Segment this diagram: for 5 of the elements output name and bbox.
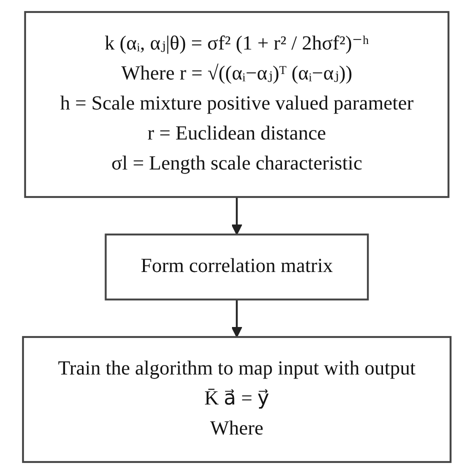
arrow: [232, 300, 242, 338]
node-box: Form correlation matrix: [104, 234, 370, 300]
node-box: Train the algorithm to map input with output K̄ a⃗ = y⃗ Where: [22, 336, 452, 463]
arrow: [232, 197, 242, 235]
node-box: k (αᵢ, αⱼ|θ) = σf² (1 + r² / 2hσf²)⁻ʰ Where r = √((αᵢ−αⱼ)ᵀ (αᵢ−αⱼ)) h = Scale mixture positive valued parameter r = Euclidean distance σl = Length scale characteristic: [24, 11, 450, 198]
